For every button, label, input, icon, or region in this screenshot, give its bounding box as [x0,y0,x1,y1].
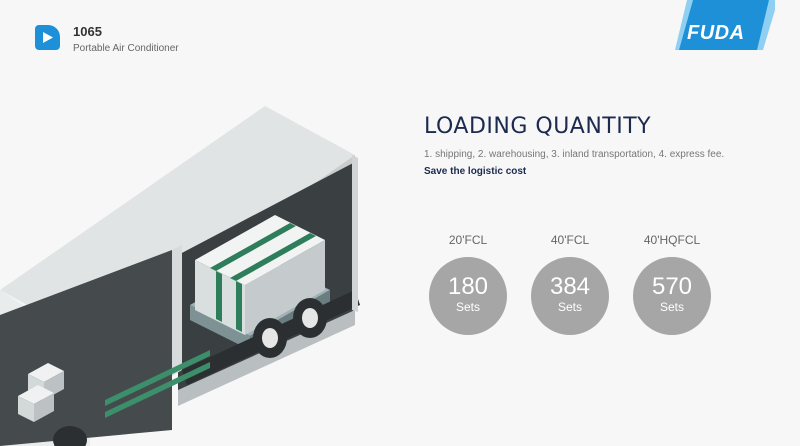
quantity-value: 570 [651,273,693,300]
quantity-circle-40hqfcl: 570 Sets [633,257,711,335]
loading-quantity-title: LOADING QUANTITY [424,114,652,139]
container-label-40hqfcl: 40'HQFCL [643,233,701,247]
quantity-value: 180 [447,273,489,300]
container-label-20fcl: 20'FCL [448,233,488,247]
quantity-unit: Sets [659,300,684,314]
truck-illustration [0,106,360,446]
quantity-circle-20fcl: 180 Sets [429,257,507,335]
cost-emphasis: Save the logistic cost [424,166,527,177]
quantity-unit: Sets [557,300,582,314]
logo-text: FUDA [687,22,745,44]
cost-description: 1. shipping, 2. warehousing, 3. inland t… [424,149,725,160]
container-label-40fcl: 40'FCL [550,233,590,247]
page-subtitle: Portable Air Conditioner [73,43,179,54]
page-title: 1065 [73,24,102,39]
play-icon[interactable] [35,25,60,50]
brand-logo: FUDA [665,0,775,56]
quantity-circle-40fcl: 384 Sets [531,257,609,335]
quantity-value: 384 [549,273,591,300]
quantity-unit: Sets [455,300,480,314]
